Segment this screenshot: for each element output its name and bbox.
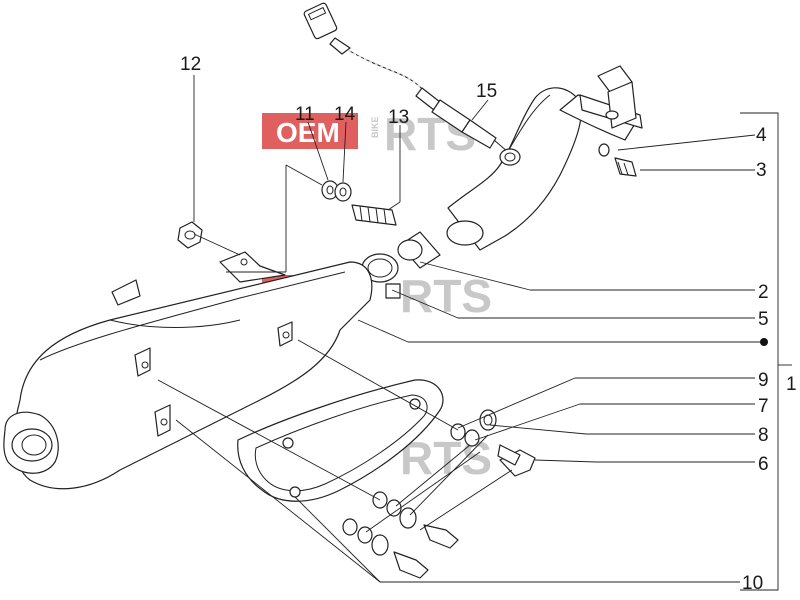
callout-2: 2 xyxy=(758,282,769,303)
flange-bolt xyxy=(598,143,637,177)
callout-14: 14 xyxy=(334,104,356,125)
heat-shield xyxy=(237,379,444,502)
callout-labels: 12 11 14 13 15 4 3 2 5 1 9 7 8 6 10 xyxy=(180,54,797,594)
muffler-body xyxy=(3,251,373,490)
watermark-middle-parts: RTS xyxy=(400,270,492,322)
callout-13: 13 xyxy=(388,107,409,128)
callout-12: 12 xyxy=(180,54,201,75)
hex-nut xyxy=(177,221,203,249)
header-pipe xyxy=(446,65,643,251)
callout-11: 11 xyxy=(295,104,315,125)
callout-3: 3 xyxy=(756,160,767,181)
gasket-ring xyxy=(397,231,441,269)
leader-lines xyxy=(157,75,792,591)
callout-1: 1 xyxy=(786,374,797,395)
callout-15: 15 xyxy=(476,81,497,102)
leader-dot xyxy=(760,338,768,346)
callout-4: 4 xyxy=(756,125,767,146)
stud-bolt xyxy=(351,204,397,226)
callout-5: 5 xyxy=(758,309,769,330)
watermark-top-bike: BIKE xyxy=(370,116,380,138)
lambda-sensor xyxy=(303,2,509,153)
callout-7: 7 xyxy=(758,396,769,417)
callout-8: 8 xyxy=(758,425,769,446)
callout-6: 6 xyxy=(758,454,769,475)
mounting-hardware xyxy=(342,409,536,579)
callout-9: 9 xyxy=(758,370,769,391)
washer-pair xyxy=(321,180,352,202)
callout-10: 10 xyxy=(742,573,763,594)
pipe-clamp xyxy=(361,253,401,299)
